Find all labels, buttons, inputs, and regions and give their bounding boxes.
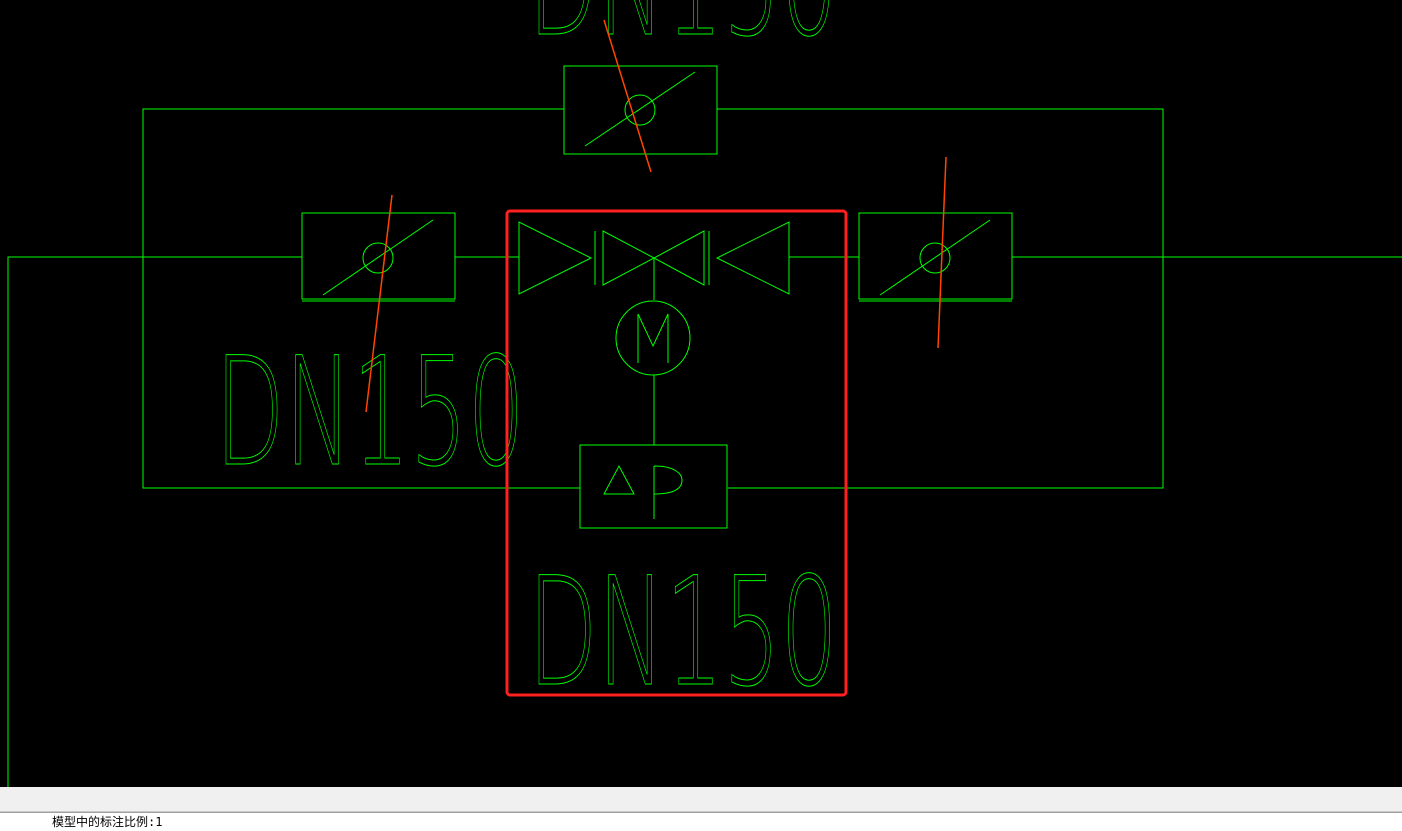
- right-valve-symbol[interactable]: [858, 212, 1013, 302]
- command-line[interactable]: 模型中的标注比例:1: [0, 812, 1402, 831]
- label-top: DN150: [528, 0, 838, 70]
- status-strip: [0, 787, 1402, 812]
- motor-letter-m: [637, 313, 669, 363]
- cad-drawing[interactable]: DN150 DN150 DN150: [0, 0, 1402, 787]
- markup-slash-left: [365, 194, 393, 413]
- markup-slash-right: [937, 156, 947, 349]
- gate-valve-left[interactable]: [518, 221, 596, 295]
- drawing-canvas[interactable]: DN150 DN150 DN150: [0, 0, 1402, 787]
- motor-symbol[interactable]: [615, 300, 691, 376]
- left-valve-symbol[interactable]: [301, 212, 456, 302]
- gate-valve-right[interactable]: [715, 221, 790, 295]
- top-valve-symbol[interactable]: [563, 65, 718, 155]
- label-left: DN150: [215, 326, 525, 500]
- markup-slash-top: [603, 19, 652, 173]
- bypass-pipe-loop-right: [717, 108, 1164, 489]
- main-pipe-left: [7, 256, 302, 787]
- differential-pressure-symbol[interactable]: [579, 444, 728, 529]
- command-line-text: 模型中的标注比例:1: [52, 815, 163, 829]
- bypass-pipe-loop: [142, 108, 580, 489]
- highlight-frame: [505, 209, 848, 697]
- label-center: DN150: [528, 546, 838, 720]
- motorized-valve-body[interactable]: [602, 230, 710, 286]
